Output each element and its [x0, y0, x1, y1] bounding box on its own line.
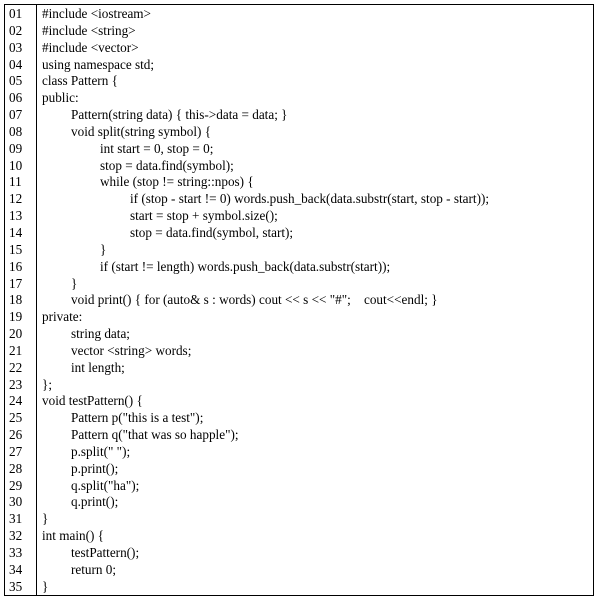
code-line: void split(string symbol) {: [71, 123, 212, 139]
code-line: vector <string> words;: [71, 342, 192, 358]
line-number: 33: [9, 545, 23, 560]
line-number: 18: [9, 292, 23, 308]
line-number: 11: [9, 174, 22, 190]
code-line: return 0;: [71, 561, 117, 577]
code-line: if (stop - start != 0) words.push_back(d…: [130, 191, 490, 207]
line-number: 04: [9, 56, 23, 72]
line-number: 09: [9, 140, 23, 156]
line-number: 14: [9, 224, 23, 240]
line-number: 21: [9, 342, 23, 358]
code-line: #include <vector>: [42, 39, 139, 55]
line-number: 13: [9, 208, 23, 224]
line-number: 29: [9, 477, 23, 493]
code-line: string data;: [71, 326, 130, 342]
code-line: private:: [42, 309, 83, 325]
line-number: 30: [9, 494, 23, 510]
line-number: 12: [9, 191, 23, 207]
code-line: class Pattern {: [42, 73, 118, 89]
code-line: void testPattern() {: [42, 393, 143, 409]
line-number: 15: [9, 241, 23, 257]
code-line: int start = 0, stop = 0;: [100, 140, 214, 156]
line-number: 25: [9, 410, 23, 426]
line-number: 19: [9, 309, 23, 325]
line-number: 22: [9, 359, 23, 375]
line-number: 02: [9, 22, 23, 38]
line-number: 17: [9, 275, 23, 291]
line-number: 24: [9, 393, 23, 409]
code-line: public:: [42, 90, 79, 106]
line-number: 28: [9, 460, 23, 476]
code-line: int length;: [71, 359, 125, 375]
code-line: #include <iostream>: [42, 6, 151, 21]
code-line: int main() {: [42, 528, 104, 544]
code-line: };: [42, 376, 52, 392]
line-number: 26: [9, 427, 23, 443]
line-number: 08: [9, 123, 23, 139]
code-line: p.split(" ");: [71, 443, 131, 459]
code-line: while (stop != string::npos) {: [100, 174, 254, 190]
line-number: 20: [9, 326, 23, 342]
code-line: testPattern();: [71, 545, 140, 560]
code-line: void print() { for (auto& s : words) cou…: [71, 292, 438, 308]
code-line: p.print();: [71, 460, 119, 476]
code-line: }: [100, 241, 107, 257]
code-line: Pattern q("that was so happle");: [71, 427, 239, 443]
code-line: }: [42, 578, 49, 594]
code-line: if (start != length) words.push_back(dat…: [100, 258, 391, 274]
line-number: 31: [9, 511, 23, 527]
code-line: Pattern(string data) { this->data = data…: [71, 107, 288, 123]
line-number: 27: [9, 443, 23, 459]
code-line: q.split("ha");: [71, 477, 140, 493]
line-number: 03: [9, 39, 23, 55]
line-number: 06: [9, 90, 23, 106]
code-line: start = stop + symbol.size();: [130, 208, 278, 224]
line-number: 32: [9, 528, 23, 544]
code-line: }: [71, 275, 78, 291]
line-number: 16: [9, 258, 23, 274]
line-number: 10: [9, 157, 23, 173]
code-line: Pattern p("this is a test");: [71, 410, 204, 426]
code-line: stop = data.find(symbol);: [100, 157, 234, 173]
code-line: #include <string>: [42, 22, 136, 38]
line-number: 34: [9, 561, 23, 577]
line-number: 01: [9, 6, 23, 21]
code-column: #include <iostream>#include <string>#inc…: [37, 5, 593, 595]
line-number: 35: [9, 578, 23, 594]
code-line: }: [42, 511, 49, 527]
code-line: stop = data.find(symbol, start);: [130, 224, 294, 240]
code-line: using namespace std;: [42, 56, 155, 72]
line-number: 23: [9, 376, 23, 392]
code-line: q.print();: [71, 494, 119, 510]
line-number: 07: [9, 107, 23, 123]
line-number: 05: [9, 73, 23, 89]
